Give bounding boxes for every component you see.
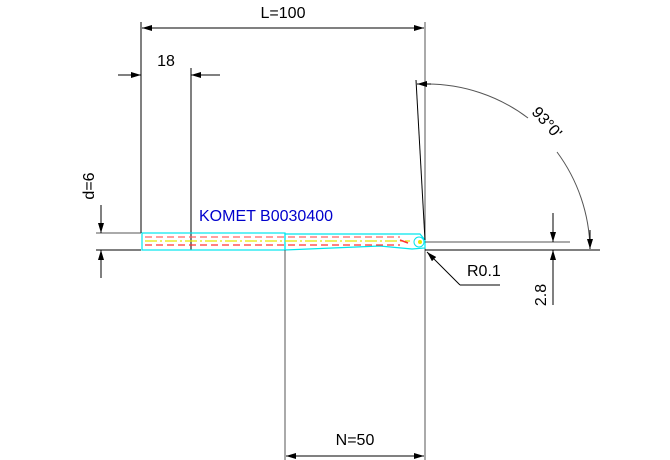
diameter-dimension: d=6 — [81, 172, 141, 278]
diameter-label: d=6 — [81, 172, 98, 199]
length-label: L=100 — [261, 5, 306, 22]
shank-length-dimension: 18 — [118, 53, 220, 250]
usable-length-dimension: N=50 — [286, 432, 424, 459]
length-dimension: L=100 — [140, 5, 426, 460]
shank-length-label: 18 — [157, 53, 175, 70]
radius-label: R0.1 — [467, 263, 501, 280]
usable-length-label: N=50 — [336, 432, 375, 449]
tool-label: KOMET B0030400 — [199, 208, 333, 225]
angle-dimension: 93°0' — [415, 79, 600, 251]
radius-leader: R0.1 — [426, 251, 501, 286]
angle-label: 93°0' — [528, 104, 565, 142]
tool-body — [141, 232, 426, 460]
offset-dimension: 2.8 — [425, 213, 570, 306]
offset-label: 2.8 — [533, 284, 550, 306]
